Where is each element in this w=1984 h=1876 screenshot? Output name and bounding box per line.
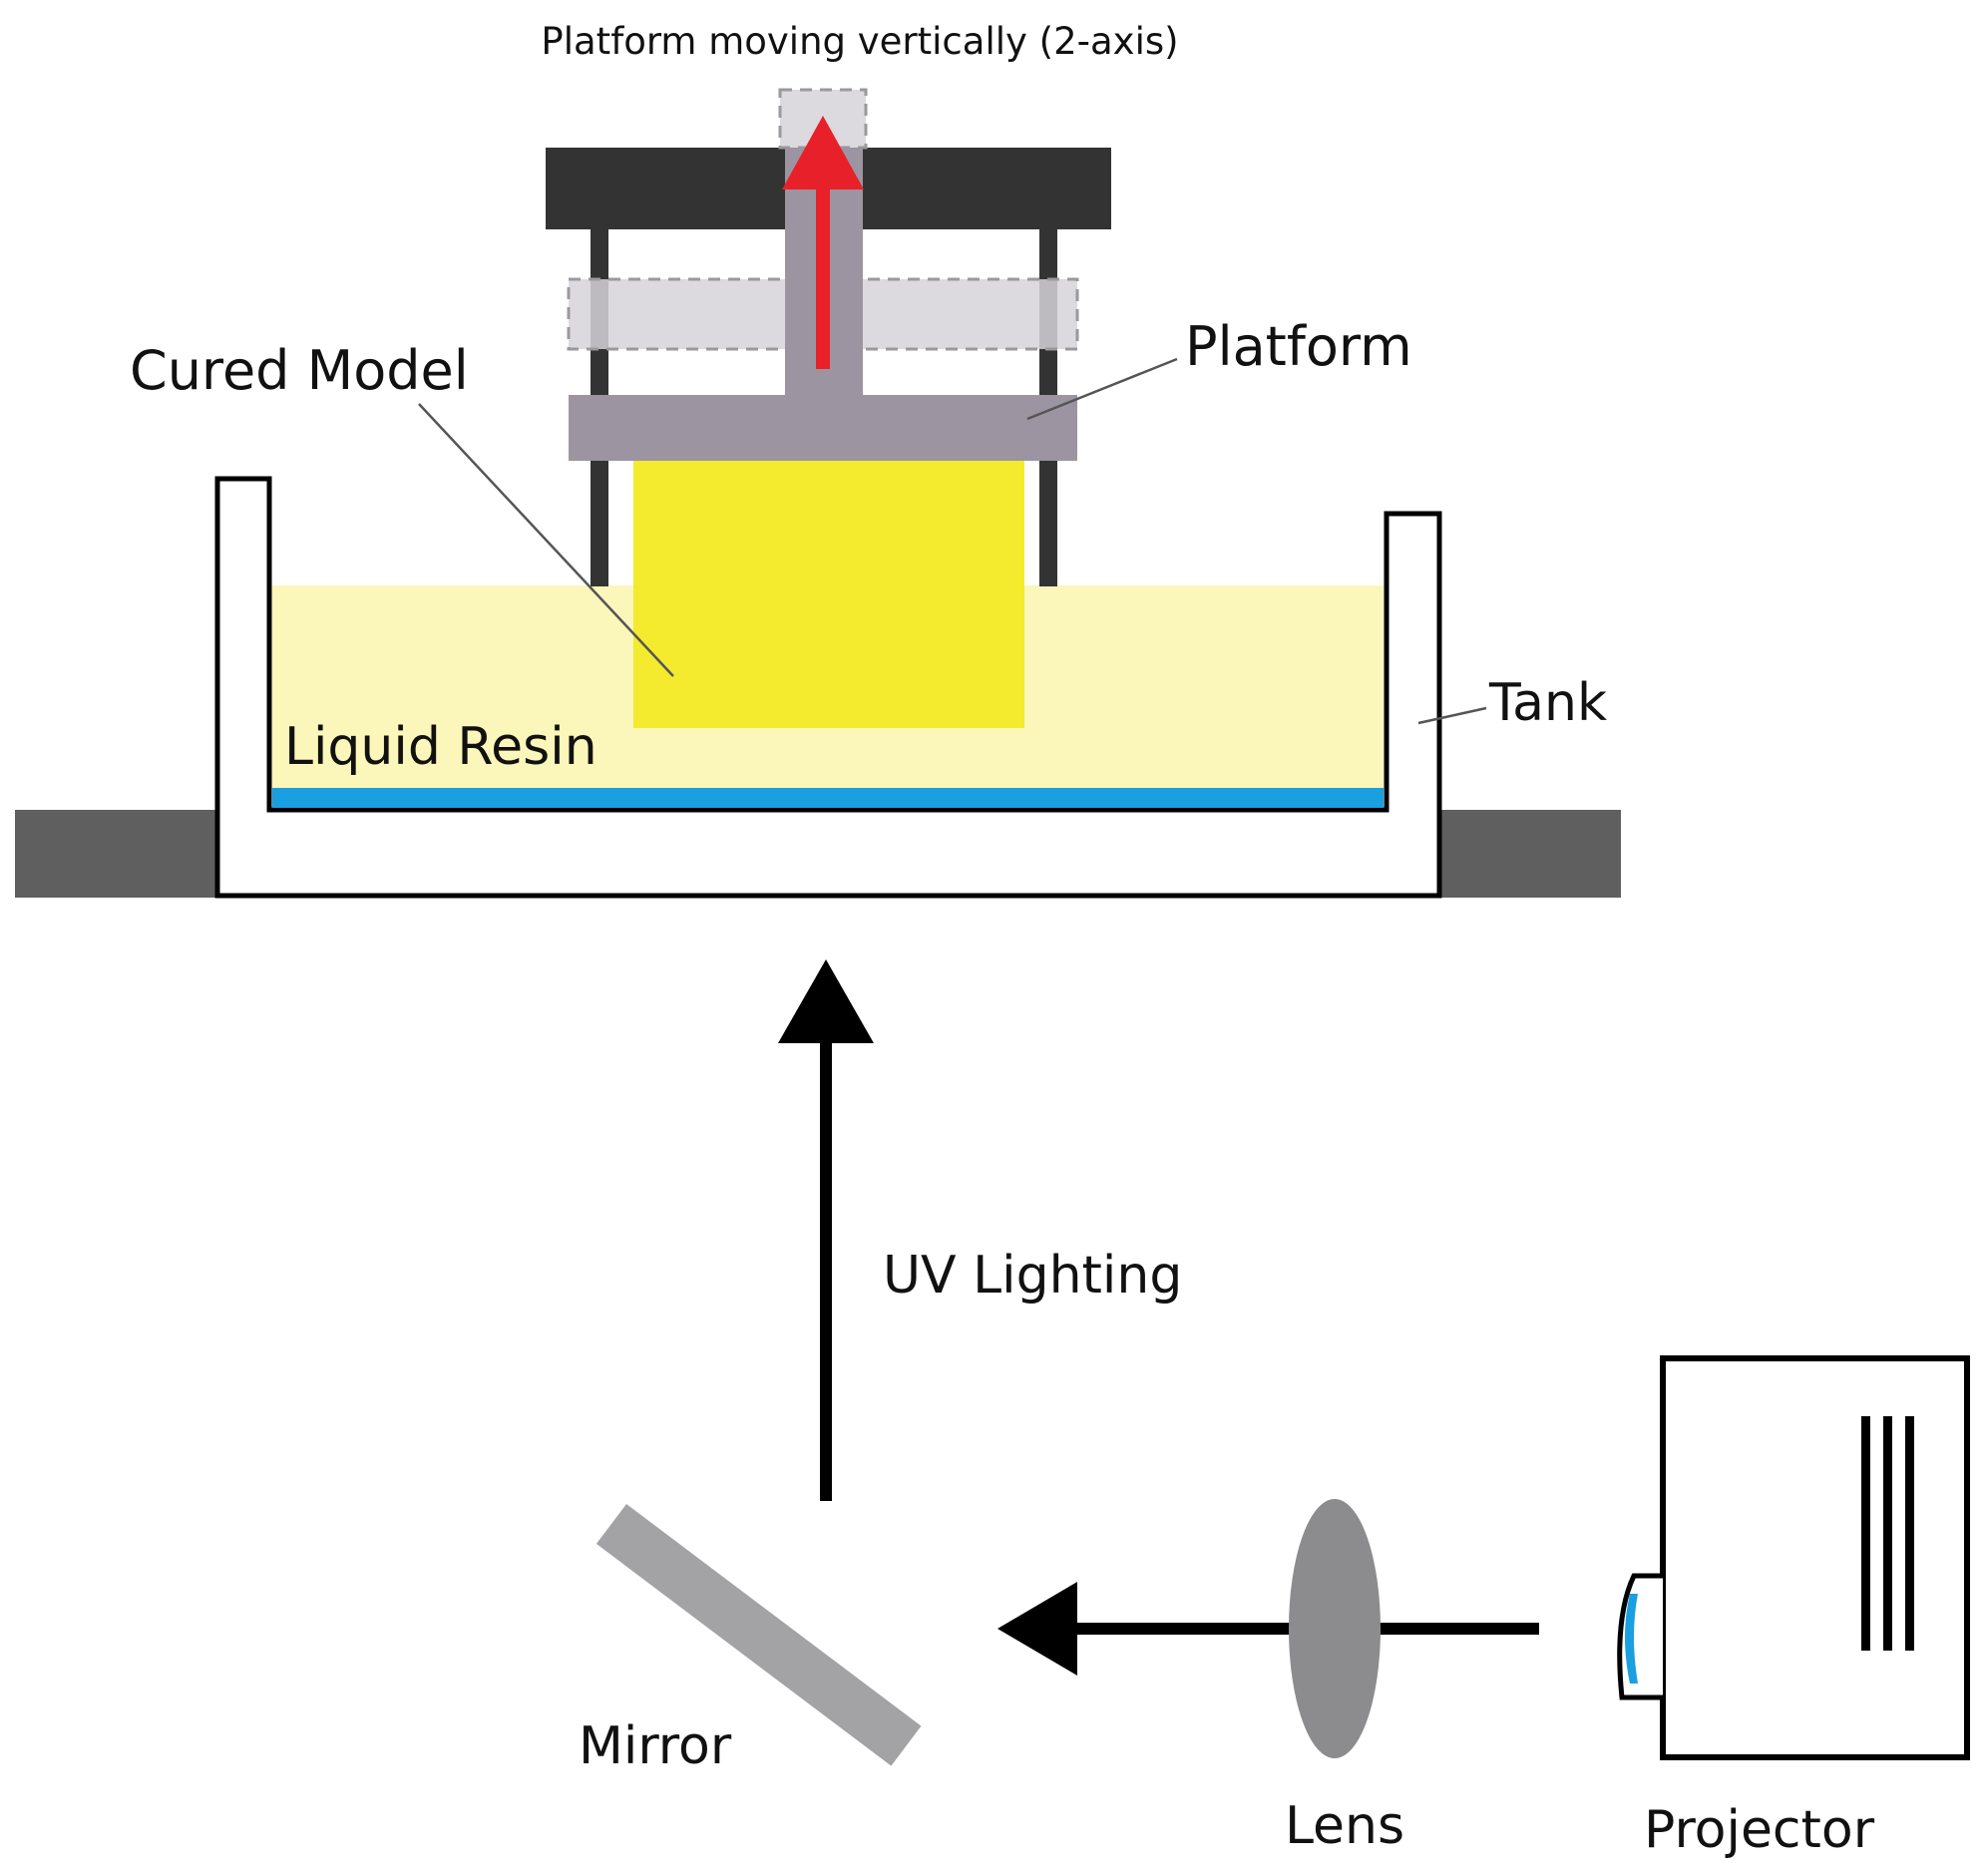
motion-arrow-shaft	[816, 180, 830, 369]
projector-label: Projector	[1644, 1800, 1875, 1860]
mirror-label: Mirror	[579, 1716, 732, 1776]
lens-icon	[1289, 1499, 1381, 1758]
leader-platform	[1026, 357, 1178, 421]
uv-lighting-label: UV Lighting	[883, 1246, 1182, 1306]
beam-arrow-head	[997, 1582, 1077, 1676]
base-plate-left	[15, 810, 219, 898]
liquid-resin-label: Liquid Resin	[284, 717, 597, 777]
projector-slot-2	[1883, 1416, 1892, 1651]
motion-arrow-head	[782, 116, 864, 189]
bottom-film	[272, 788, 1384, 808]
projector-slot-1	[1861, 1416, 1870, 1651]
uv-arrow-head	[778, 959, 874, 1043]
leader-tank	[1417, 706, 1487, 725]
projector-body	[1660, 1355, 1970, 1760]
projector-lens	[1625, 1594, 1638, 1684]
cured-model-label: Cured Model	[130, 339, 469, 402]
tank	[214, 476, 1442, 899]
leader-cured-model	[418, 403, 674, 677]
cured-model	[633, 461, 1024, 728]
mirror	[595, 1504, 922, 1766]
uv-arrow-shaft	[820, 1037, 832, 1501]
lens-label: Lens	[1285, 1796, 1404, 1856]
platform-motion-label: Platform moving vertically (2-axis)	[541, 20, 1178, 63]
platform	[569, 395, 1077, 461]
projector-slot-3	[1905, 1416, 1914, 1651]
base-plate-right	[1441, 810, 1621, 898]
platform-label: Platform	[1185, 315, 1412, 378]
tank-label: Tank	[1488, 673, 1607, 733]
